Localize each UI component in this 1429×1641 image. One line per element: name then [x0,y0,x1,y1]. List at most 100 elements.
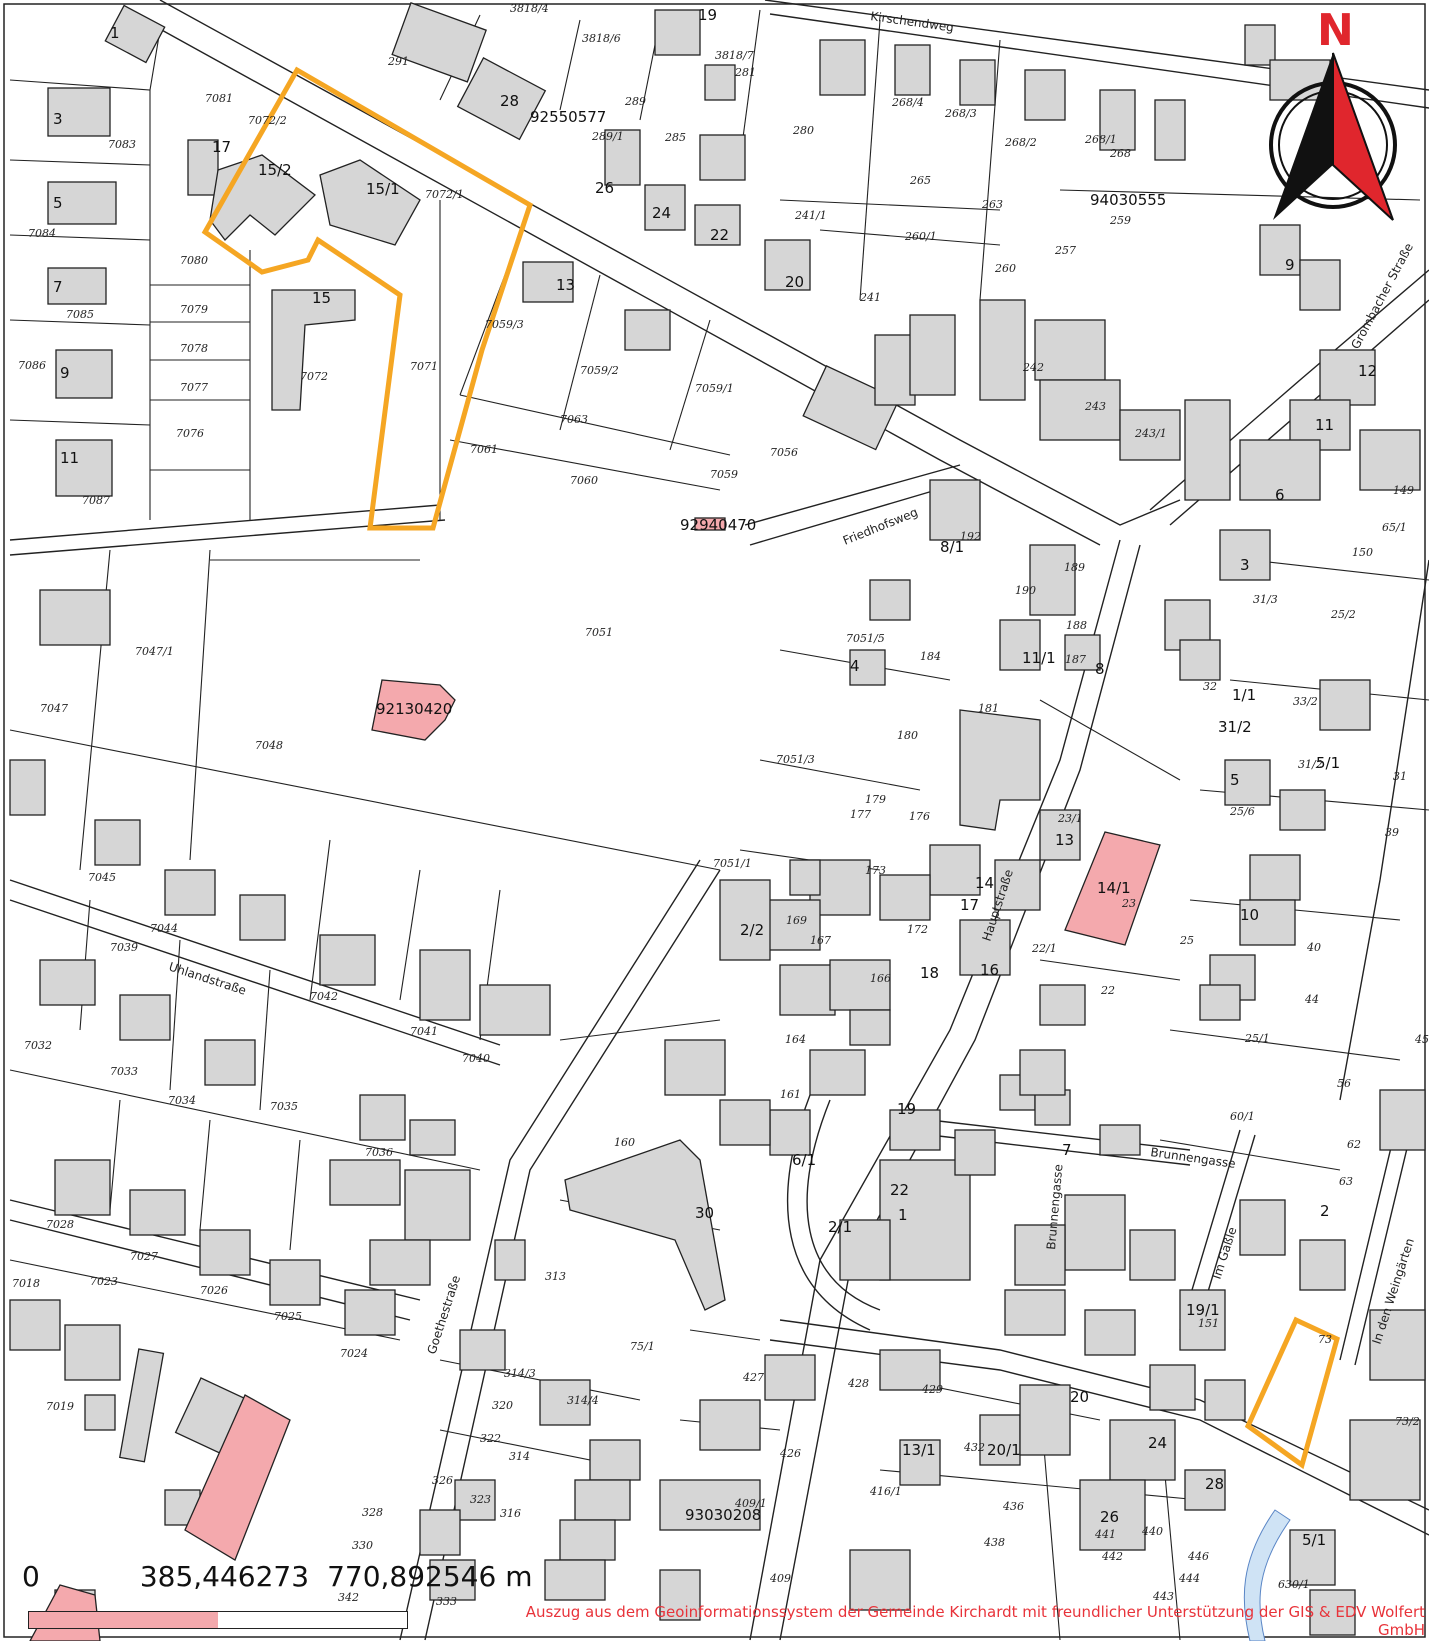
parcel-number: 328 [362,1506,383,1519]
house-number: 28 [1205,1475,1224,1493]
house-number: 14/1 [1097,879,1131,897]
parcel-number: 56 [1337,1077,1351,1090]
parcel-number: 265 [909,174,931,187]
parcel-number: 446 [1187,1550,1209,1563]
house-number: 20 [785,273,804,291]
parcel-number: 291 [387,55,409,68]
parcel-number: 7086 [18,359,46,372]
house-number: 19 [698,6,717,24]
plot-outlines[interactable] [201,66,1340,1470]
parcel-number: 73/2 [1395,1415,1420,1428]
parcel-number: 184 [920,650,941,663]
parcel-number: 7028 [46,1218,74,1231]
parcel-number: 322 [480,1432,501,1445]
parcel-number: 7059 [710,468,738,481]
house-number: 17 [960,896,979,914]
parcel-number: 320 [492,1399,513,1412]
parcel-number: 40 [1306,941,1321,954]
scale-tick-2: 770,892546 m [327,1560,533,1593]
parcel-number: 60/1 [1230,1110,1255,1123]
parcel-number: 25/1 [1244,1032,1270,1045]
house-number: 15/1 [366,180,400,198]
parcel-number: 442 [1101,1550,1123,1563]
house-number-labels: 1 3 5 7 9 11 13 15 15/1 15/2 17 19 20 22… [53,6,1377,1549]
house-number: 8/1 [940,538,964,556]
house-number: 14 [975,874,994,892]
parcel-number: 7059/3 [485,318,524,331]
parcel-number: 7045 [88,871,116,884]
object-id: 94030555 [1090,191,1166,209]
house-number: 13/1 [902,1441,936,1459]
parcel-number: 281 [734,66,756,79]
parcel-number: 7047/1 [135,645,174,658]
object-id: 93030208 [685,1506,761,1524]
house-number: 8 [1095,660,1105,678]
parcel-number: 7036 [365,1146,393,1159]
parcel-number: 426 [779,1447,801,1460]
parcel-number: 432 [963,1441,985,1454]
parcel-number: 3818/4 [510,2,549,15]
parcel-number: 257 [1054,244,1076,257]
parcel-number: 7051/1 [713,857,752,870]
parcel-number: 330 [352,1539,373,1552]
parcel-number: 173 [865,864,886,877]
parcel-number: 73 [1318,1333,1332,1346]
parcel-number: 409 [769,1572,791,1585]
scale-tick-0: 0 [22,1560,40,1593]
parcel-number: 630/1 [1278,1578,1310,1591]
parcel-number: 25/2 [1330,608,1356,621]
parcel-number: 22/1 [1031,942,1057,955]
house-number: 6 [1275,486,1285,504]
parcel-number: 169 [786,914,807,927]
house-number: 19 [897,1100,916,1118]
parcel-number: 25 [1179,934,1194,947]
house-number: 15 [312,289,331,307]
parcel-number: 187 [1065,653,1086,666]
parcel-number: 31/2 [1298,758,1323,771]
parcel-number: 7051/3 [776,753,815,766]
object-id: 92550577 [530,108,606,126]
house-number: 31/2 [1218,718,1252,736]
parcel-number: 149 [1393,484,1414,497]
parcel-number: 268/2 [1004,136,1037,149]
highlighted-building-92130420 [371,679,456,741]
parcel-number: 7044 [150,922,178,935]
parcel-number: 7019 [46,1400,74,1413]
parcel-number: 436 [1002,1500,1024,1513]
parcel-number: 62 [1347,1138,1361,1151]
parcel-number: 181 [978,702,999,715]
house-number: 9 [60,364,70,382]
plot-outline-73-2 [1244,1316,1340,1470]
parcel-number: 428 [847,1377,869,1390]
buildings [9,1,1426,1636]
parcel-number: 7087 [82,494,110,507]
house-number: 11 [1315,416,1334,434]
house-number: 22 [710,226,729,244]
parcel-number: 7081 [205,92,233,105]
highlighted-building-5 [184,1394,291,1561]
highlighted-building-11-1 [1064,831,1161,946]
house-number: 1 [898,1206,908,1224]
parcel-number: 161 [780,1088,801,1101]
parcel-number: 7048 [255,739,283,752]
parcel-number: 164 [785,1033,806,1046]
parcel-number: 7026 [200,1284,228,1297]
parcel-number: 7078 [180,342,208,355]
house-number: 2/2 [740,921,764,939]
parcel-number: 7084 [28,227,56,240]
scale-bar-segment [29,1612,218,1628]
parcel-number: 268 [1109,147,1131,160]
parcel-number: 44 [1304,993,1319,1006]
house-number: 9 [1285,256,1295,274]
parcel-number: 3818/6 [582,32,621,45]
highlighted-building-92940470 [694,517,726,531]
house-number: 12 [1358,362,1377,380]
house-number: 1 [110,24,120,42]
parcel-number: 25/6 [1229,805,1255,818]
house-number: 5/1 [1316,754,1340,772]
parcel-number: 241 [859,291,881,304]
house-number: 19/1 [1186,1301,1220,1319]
parcel-number: 289 [624,95,646,108]
parcel-number: 7071 [410,360,438,373]
